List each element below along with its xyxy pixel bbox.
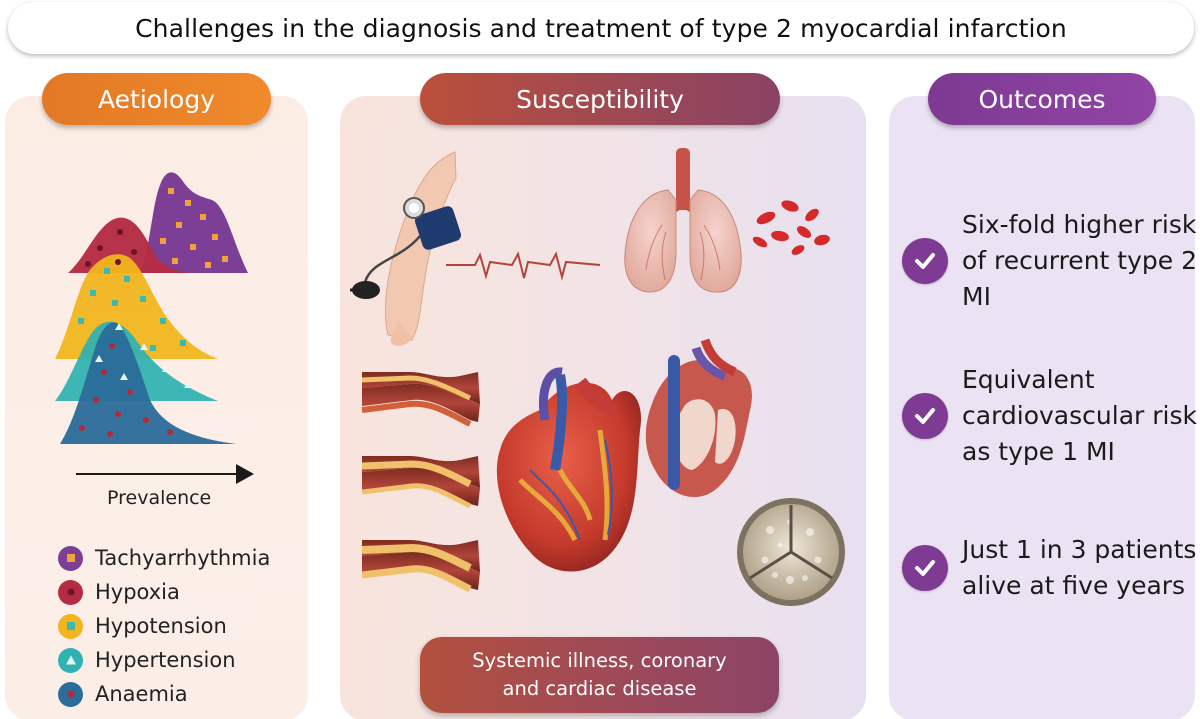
outcome-line: Six-fold higher risk bbox=[962, 210, 1197, 239]
prevalence-axis-label: Prevalence bbox=[107, 487, 212, 509]
check-icon bbox=[902, 545, 948, 591]
aetiology-legend: Tachyarrhythmia Hypoxia Hypotension Hype… bbox=[58, 541, 270, 711]
blood-pressure-cuff-icon bbox=[350, 151, 462, 346]
outcome-line: Just 1 in 3 patients bbox=[962, 535, 1197, 564]
red-blood-cells-icon bbox=[752, 200, 830, 255]
check-icon bbox=[902, 238, 948, 284]
legend-label: Anaemia bbox=[95, 682, 188, 706]
tachyarrhythmia-swatch-icon bbox=[58, 545, 83, 571]
prevalence-axis-arrow bbox=[76, 464, 254, 484]
legend-label: Tachyarrhythmia bbox=[95, 546, 271, 570]
legend-label: Hypoxia bbox=[95, 580, 180, 604]
outcome-text: Just 1 in 3 patients alive at five years bbox=[962, 532, 1196, 604]
outcome-line: alive at five years bbox=[962, 571, 1186, 600]
narrowed-artery-icon bbox=[361, 372, 480, 593]
susceptibility-summary-line-1: Systemic illness, coronary bbox=[472, 649, 727, 672]
heart-cross-section-icon bbox=[645, 338, 752, 498]
check-icon bbox=[902, 393, 948, 439]
outcome-line: MI bbox=[962, 282, 991, 311]
outcome-line: Equivalent bbox=[962, 365, 1095, 394]
outcome-line: of recurrent type 2 bbox=[962, 246, 1197, 275]
outcome-line: as type 1 MI bbox=[962, 437, 1115, 466]
legend-item-hypotension: Hypotension bbox=[58, 609, 270, 643]
outcomes-heading: Outcomes bbox=[928, 73, 1156, 125]
aortic-valve-icon bbox=[737, 498, 845, 606]
aetiology-heading: Aetiology bbox=[42, 73, 271, 125]
outcome-item-recurrent-risk: Six-fold higher risk of recurrent type 2… bbox=[902, 207, 1197, 315]
legend-item-tachyarrhythmia: Tachyarrhythmia bbox=[58, 541, 270, 575]
ecg-trace-icon bbox=[446, 251, 601, 281]
susceptibility-summary-line-2: and cardiac disease bbox=[502, 677, 697, 700]
legend-label: Hypertension bbox=[95, 648, 236, 672]
hypoxia-swatch-icon bbox=[58, 579, 83, 605]
outcome-item-cardiovascular-risk: Equivalent cardiovascular risk as type 1… bbox=[902, 362, 1197, 470]
outcome-item-survival: Just 1 in 3 patients alive at five years bbox=[902, 532, 1196, 604]
legend-item-hypertension: Hypertension bbox=[58, 643, 270, 677]
legend-item-anaemia: Anaemia bbox=[58, 677, 270, 711]
susceptibility-heading: Susceptibility bbox=[420, 73, 780, 125]
anaemia-swatch-icon bbox=[58, 681, 83, 707]
susceptibility-summary: Systemic illness, coronary and cardiac d… bbox=[420, 637, 779, 713]
lungs-icon bbox=[624, 148, 742, 293]
aetiology-distribution-graphic bbox=[55, 172, 248, 444]
outcome-text: Six-fold higher risk of recurrent type 2… bbox=[962, 207, 1197, 315]
legend-label: Hypotension bbox=[95, 614, 227, 638]
outcome-text: Equivalent cardiovascular risk as type 1… bbox=[962, 362, 1197, 470]
hypertension-swatch-icon bbox=[58, 647, 83, 673]
heart-icon bbox=[496, 367, 642, 572]
outcome-line: cardiovascular risk bbox=[962, 401, 1197, 430]
page-title: Challenges in the diagnosis and treatmen… bbox=[8, 2, 1194, 54]
hypotension-swatch-icon bbox=[58, 613, 83, 639]
legend-item-hypoxia: Hypoxia bbox=[58, 575, 270, 609]
